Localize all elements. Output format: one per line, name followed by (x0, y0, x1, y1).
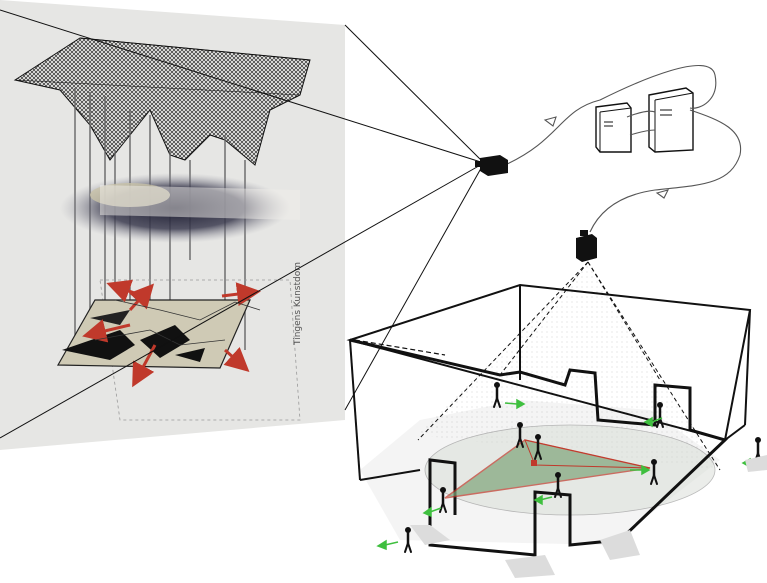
camera-icon (475, 155, 508, 176)
person-icon (493, 382, 501, 408)
left-visualization-panel: Tingens Kunstdom (0, 0, 345, 450)
floor-plane (99, 279, 301, 421)
direction-arrow-icon (643, 416, 663, 428)
panel-axis-label: Tingens Kunstdom (293, 262, 303, 346)
server-group (595, 87, 694, 153)
mesh-surface (13, 37, 311, 166)
direction-arrow-icon (422, 506, 442, 518)
direction-arrow-icon (376, 539, 399, 551)
trajectory-lines (94, 299, 261, 346)
room-3d (346, 261, 752, 557)
camera-icon (576, 230, 597, 262)
people (404, 382, 762, 553)
person-icon (554, 472, 562, 498)
trajectory-arrows (82, 279, 261, 388)
wall-shadows (410, 455, 767, 578)
person-icon (404, 527, 412, 553)
floor-map-image (56, 299, 251, 369)
data-flow-curves (504, 65, 742, 233)
projection-lines (0, 9, 485, 439)
person-icon (534, 434, 542, 460)
server-icon (595, 102, 632, 153)
person-icon (516, 422, 524, 448)
direction-arrow-icon (533, 494, 553, 506)
direction-arrow-icon (630, 464, 651, 476)
person-icon (439, 487, 447, 513)
direction-arrow-icon (504, 398, 526, 410)
person-icon (650, 459, 658, 485)
server-icon (648, 87, 694, 153)
